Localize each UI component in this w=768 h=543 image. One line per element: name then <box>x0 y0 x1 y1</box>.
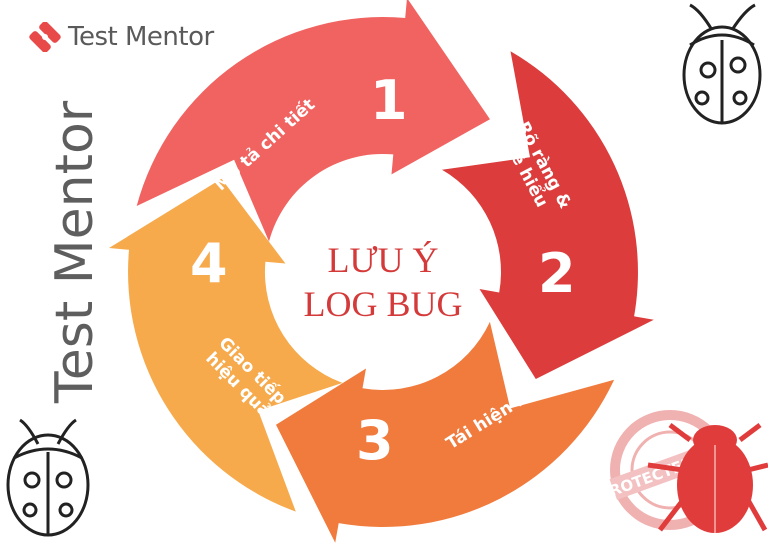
center-title: LƯU Ý LOG BUG <box>298 238 468 326</box>
step-4-arrow <box>109 178 343 512</box>
watermark: Test Mentor <box>45 100 105 404</box>
step-4-number: 4 <box>190 232 228 295</box>
step-2-arrow <box>442 51 654 379</box>
logo-text: Test Mentor <box>68 22 214 52</box>
step-3-arrow <box>276 321 615 543</box>
step-1-number: 1 <box>370 69 408 132</box>
center-title-line2: LOG BUG <box>303 284 463 324</box>
ladybug-outline-icon <box>682 3 762 125</box>
step-3-number: 3 <box>356 409 394 472</box>
center-title-line1: LƯU Ý <box>327 240 439 280</box>
logo: Test Mentor <box>28 22 214 52</box>
step-1-arrow <box>136 0 490 242</box>
ladybug-outline-icon <box>6 418 90 537</box>
red-bug-icon <box>647 423 768 533</box>
logo-icon <box>29 22 61 52</box>
step-2-number: 2 <box>538 242 576 305</box>
